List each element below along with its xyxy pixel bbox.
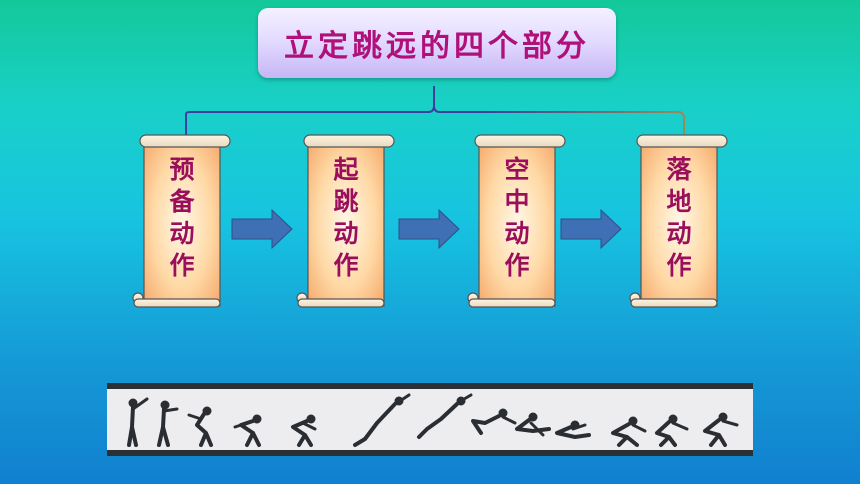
part-char: 动 — [333, 219, 359, 248]
part-label-airborne: 空 中 动 作 — [497, 154, 537, 282]
title-box: 立定跳远的四个部分 — [258, 8, 616, 78]
jumper-silhouette-13 — [703, 412, 739, 447]
long-jump-silhouettes — [127, 393, 739, 447]
jumper-silhouette-2 — [157, 400, 179, 447]
part-char: 作 — [504, 251, 530, 280]
part-label-preparation: 预 备 动 作 — [162, 154, 202, 282]
part-char: 动 — [504, 219, 530, 248]
part-char: 备 — [169, 187, 195, 216]
part-char: 作 — [333, 251, 359, 280]
part-char: 跳 — [333, 187, 359, 216]
right-arrow-icon — [231, 208, 293, 250]
part-char: 中 — [504, 187, 530, 216]
part-char: 动 — [169, 219, 195, 248]
jumper-silhouette-7 — [417, 393, 473, 439]
diagram-title: 立定跳远的四个部分 — [284, 29, 590, 64]
jumper-silhouette-12 — [655, 414, 689, 447]
part-char: 作 — [666, 251, 692, 280]
part-char: 起 — [333, 155, 359, 184]
jumper-silhouette-5 — [291, 414, 317, 447]
jumper-silhouette-11 — [611, 416, 647, 447]
jumper-silhouette-4 — [233, 414, 262, 447]
scroll-2 — [296, 134, 395, 308]
scroll-1 — [132, 134, 231, 308]
right-arrow-icon — [398, 208, 460, 250]
right-arrow-icon — [560, 208, 622, 250]
part-char: 地 — [666, 187, 692, 216]
jumper-silhouette-10 — [555, 420, 591, 439]
jumper-silhouette-8 — [471, 408, 517, 435]
long-jump-sequence-strip — [107, 383, 753, 456]
scroll-4 — [629, 134, 728, 308]
part-label-takeoff: 起 跳 动 作 — [326, 154, 366, 282]
jumper-silhouette-1 — [127, 397, 149, 447]
part-char: 作 — [169, 251, 195, 280]
scroll-3 — [467, 134, 566, 308]
part-char: 预 — [169, 155, 195, 184]
part-char: 动 — [666, 219, 692, 248]
part-char: 落 — [666, 155, 692, 184]
jumper-silhouette-6 — [353, 393, 411, 447]
part-label-landing: 落 地 动 作 — [659, 154, 699, 282]
jumper-silhouette-9 — [515, 412, 551, 437]
part-char: 空 — [504, 155, 530, 184]
jumper-silhouette-3 — [187, 406, 213, 447]
